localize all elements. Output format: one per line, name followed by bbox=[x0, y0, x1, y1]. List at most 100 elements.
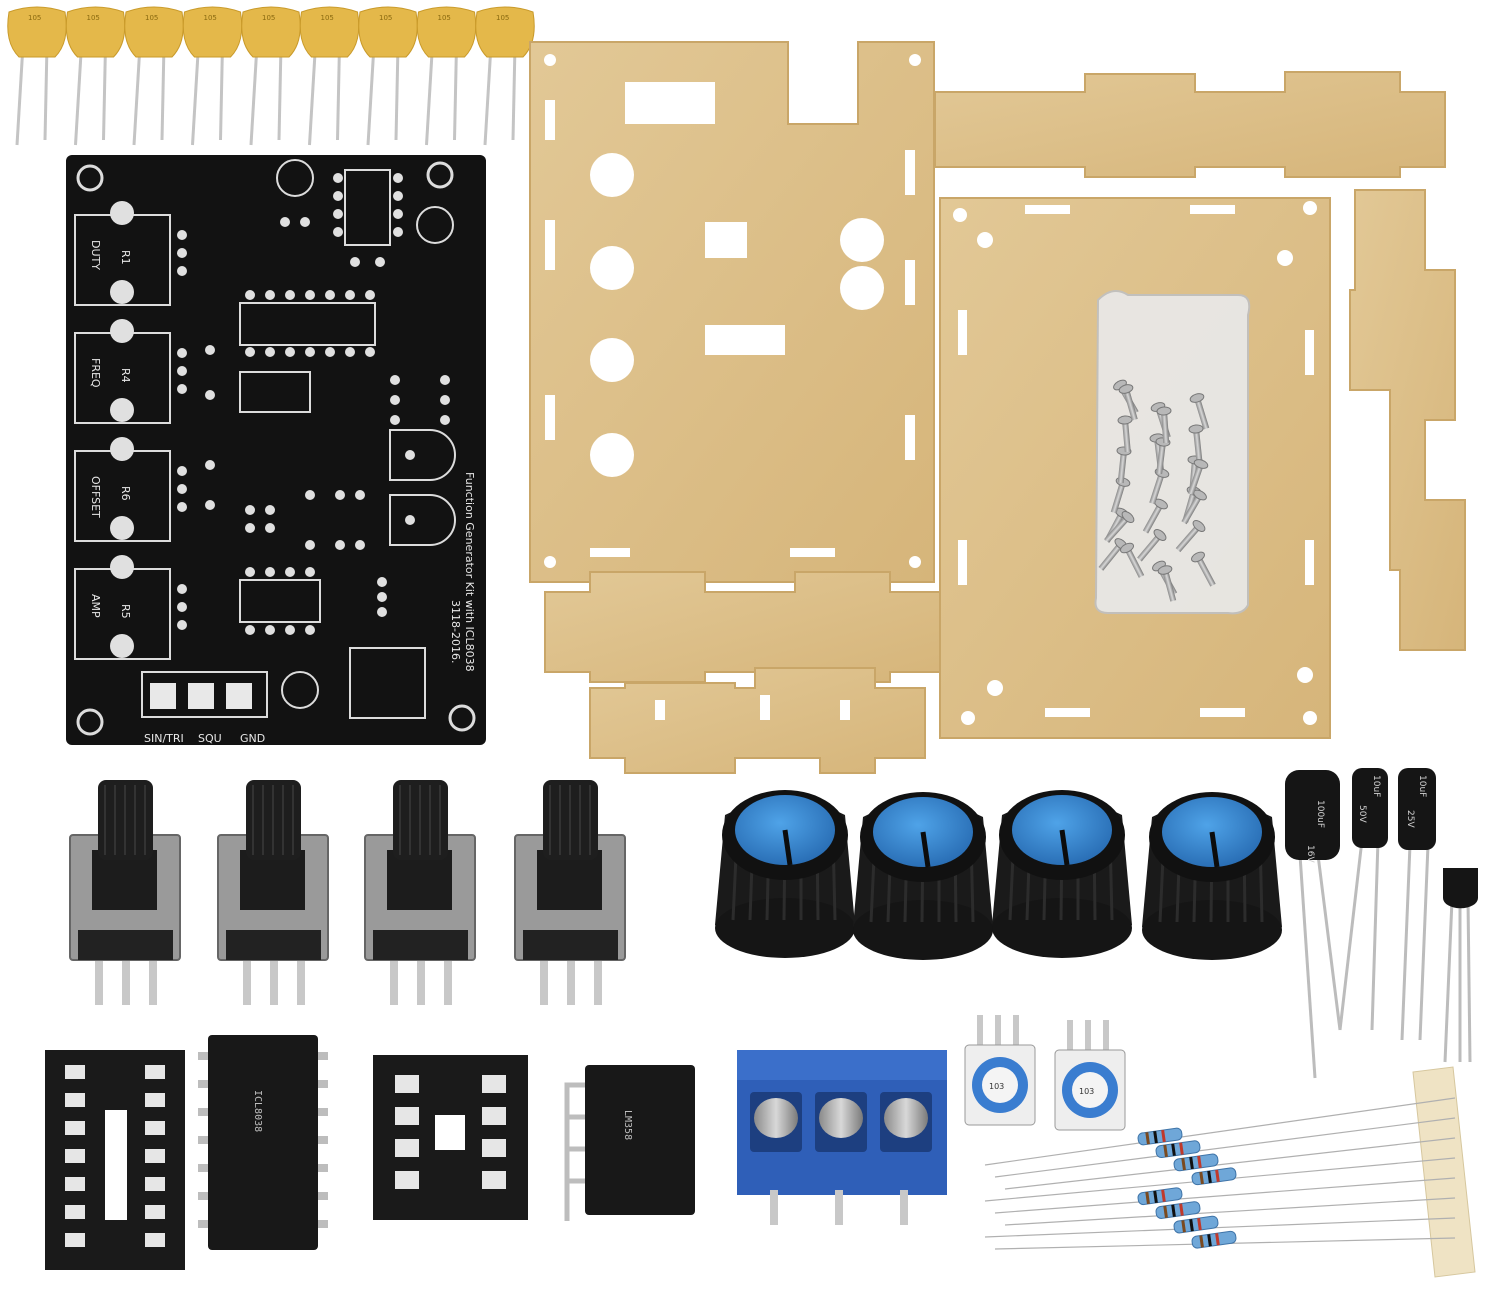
ic-marking: ICL8038 bbox=[252, 1090, 263, 1132]
pad bbox=[345, 347, 355, 357]
output-pad bbox=[226, 683, 252, 709]
pcb-pot-footprints bbox=[74, 201, 187, 660]
pad bbox=[265, 505, 275, 515]
socket-hole bbox=[65, 1121, 85, 1135]
rotary-potentiometer bbox=[217, 780, 329, 1005]
resistor bbox=[1155, 1140, 1201, 1159]
ic-marking: LM358 bbox=[622, 1110, 633, 1140]
pad bbox=[285, 625, 295, 635]
pad bbox=[355, 490, 365, 500]
ceramic-capacitor: 105 bbox=[475, 6, 535, 146]
pad bbox=[305, 540, 315, 550]
screw bbox=[1117, 415, 1133, 453]
terminal-screw bbox=[819, 1098, 863, 1138]
socket-hole bbox=[395, 1107, 419, 1125]
pad bbox=[177, 266, 187, 276]
resistor bbox=[1173, 1215, 1219, 1234]
screw bbox=[1104, 510, 1135, 543]
resistor-lead bbox=[1004, 1137, 1456, 1190]
pad bbox=[390, 395, 400, 405]
knob-pointer bbox=[1059, 829, 1070, 866]
ceramic-capacitor: 105 bbox=[124, 6, 184, 146]
screw bbox=[1156, 406, 1172, 444]
pad bbox=[305, 567, 315, 577]
pad bbox=[440, 415, 450, 425]
chip-pin bbox=[314, 1192, 328, 1200]
acrylic-bottom-strip-2 bbox=[589, 667, 926, 774]
socket-hole bbox=[145, 1093, 165, 1107]
pot-pad bbox=[110, 555, 134, 579]
pad bbox=[177, 384, 187, 394]
socket-hole bbox=[65, 1205, 85, 1219]
ceramic-capacitor: 105 bbox=[65, 6, 126, 146]
socket-hole bbox=[65, 1093, 85, 1107]
electrolytic-capacitors: 100uF 16V 10uF 50V 10uF 25V bbox=[1285, 768, 1478, 1079]
screw-terminal-block bbox=[737, 1050, 947, 1225]
resistor bbox=[1173, 1153, 1219, 1172]
pcb-pads bbox=[150, 173, 450, 709]
pad bbox=[440, 375, 450, 385]
pad bbox=[365, 347, 375, 357]
pot-pad bbox=[110, 398, 134, 422]
pot-label: OFFSET bbox=[89, 476, 102, 518]
pad bbox=[245, 625, 255, 635]
socket-hole bbox=[65, 1149, 85, 1163]
resistor-lead bbox=[1004, 1197, 1456, 1226]
pot-label: FREQ bbox=[89, 358, 102, 388]
pad bbox=[345, 290, 355, 300]
pad bbox=[177, 502, 187, 512]
socket-hole bbox=[395, 1139, 419, 1157]
trimmer-marking: 103 bbox=[989, 1082, 1004, 1091]
socket-hole bbox=[145, 1233, 165, 1247]
knob bbox=[1142, 792, 1282, 960]
resistor-lead bbox=[994, 1177, 1456, 1214]
pad bbox=[390, 415, 400, 425]
knobs bbox=[715, 790, 1282, 960]
pad bbox=[305, 625, 315, 635]
acrylic-bottom-strip bbox=[544, 571, 941, 683]
pad bbox=[377, 607, 387, 617]
chip-pin bbox=[314, 1164, 328, 1172]
pcb-output-label: SQU bbox=[198, 732, 222, 745]
chip-pin bbox=[564, 1178, 585, 1221]
terminal-pin bbox=[835, 1190, 843, 1225]
ecap-value: 10uF bbox=[1417, 775, 1427, 797]
electrolytic-capacitor: 100uF 16V bbox=[1285, 770, 1342, 1079]
pad bbox=[245, 347, 255, 357]
ecap-value: 10uF bbox=[1371, 775, 1381, 797]
pad bbox=[305, 490, 315, 500]
screws bbox=[1098, 379, 1216, 602]
pad bbox=[177, 466, 187, 476]
socket-hole bbox=[145, 1149, 165, 1163]
ecap-voltage: 25V bbox=[1405, 810, 1415, 828]
pad bbox=[393, 209, 403, 219]
pot-label: DUTY bbox=[89, 240, 102, 270]
socket-hole bbox=[482, 1075, 506, 1093]
pad bbox=[245, 290, 255, 300]
screws-bag bbox=[1094, 290, 1251, 615]
pad bbox=[285, 347, 295, 357]
ceramic-capacitor-marking: 105 bbox=[438, 14, 451, 22]
chip-pin bbox=[198, 1192, 212, 1200]
chip-pin bbox=[314, 1052, 328, 1060]
ic-socket-14 bbox=[45, 1050, 185, 1270]
pad bbox=[280, 217, 290, 227]
socket-hole bbox=[482, 1171, 506, 1189]
trimmer-marking: 103 bbox=[1079, 1087, 1094, 1096]
chip-pin bbox=[198, 1220, 212, 1228]
terminal-screw bbox=[884, 1098, 928, 1138]
rotary-potentiometer bbox=[364, 780, 476, 1005]
pot-pad bbox=[110, 319, 134, 343]
pad bbox=[335, 540, 345, 550]
electrolytic-capacitor: 10uF 25V bbox=[1398, 768, 1436, 1041]
pot-ref: R1 bbox=[119, 250, 132, 265]
ic-socket-8 bbox=[373, 1055, 528, 1220]
socket-hole bbox=[482, 1139, 506, 1157]
resistor bbox=[1155, 1201, 1201, 1219]
pcb-output-labels: SIN/TRI SQU GND bbox=[144, 732, 265, 745]
trimmer-potentiometers: 103 103 bbox=[964, 1015, 1126, 1131]
chip-pin bbox=[314, 1136, 328, 1144]
pad bbox=[265, 625, 275, 635]
knob bbox=[715, 790, 855, 958]
